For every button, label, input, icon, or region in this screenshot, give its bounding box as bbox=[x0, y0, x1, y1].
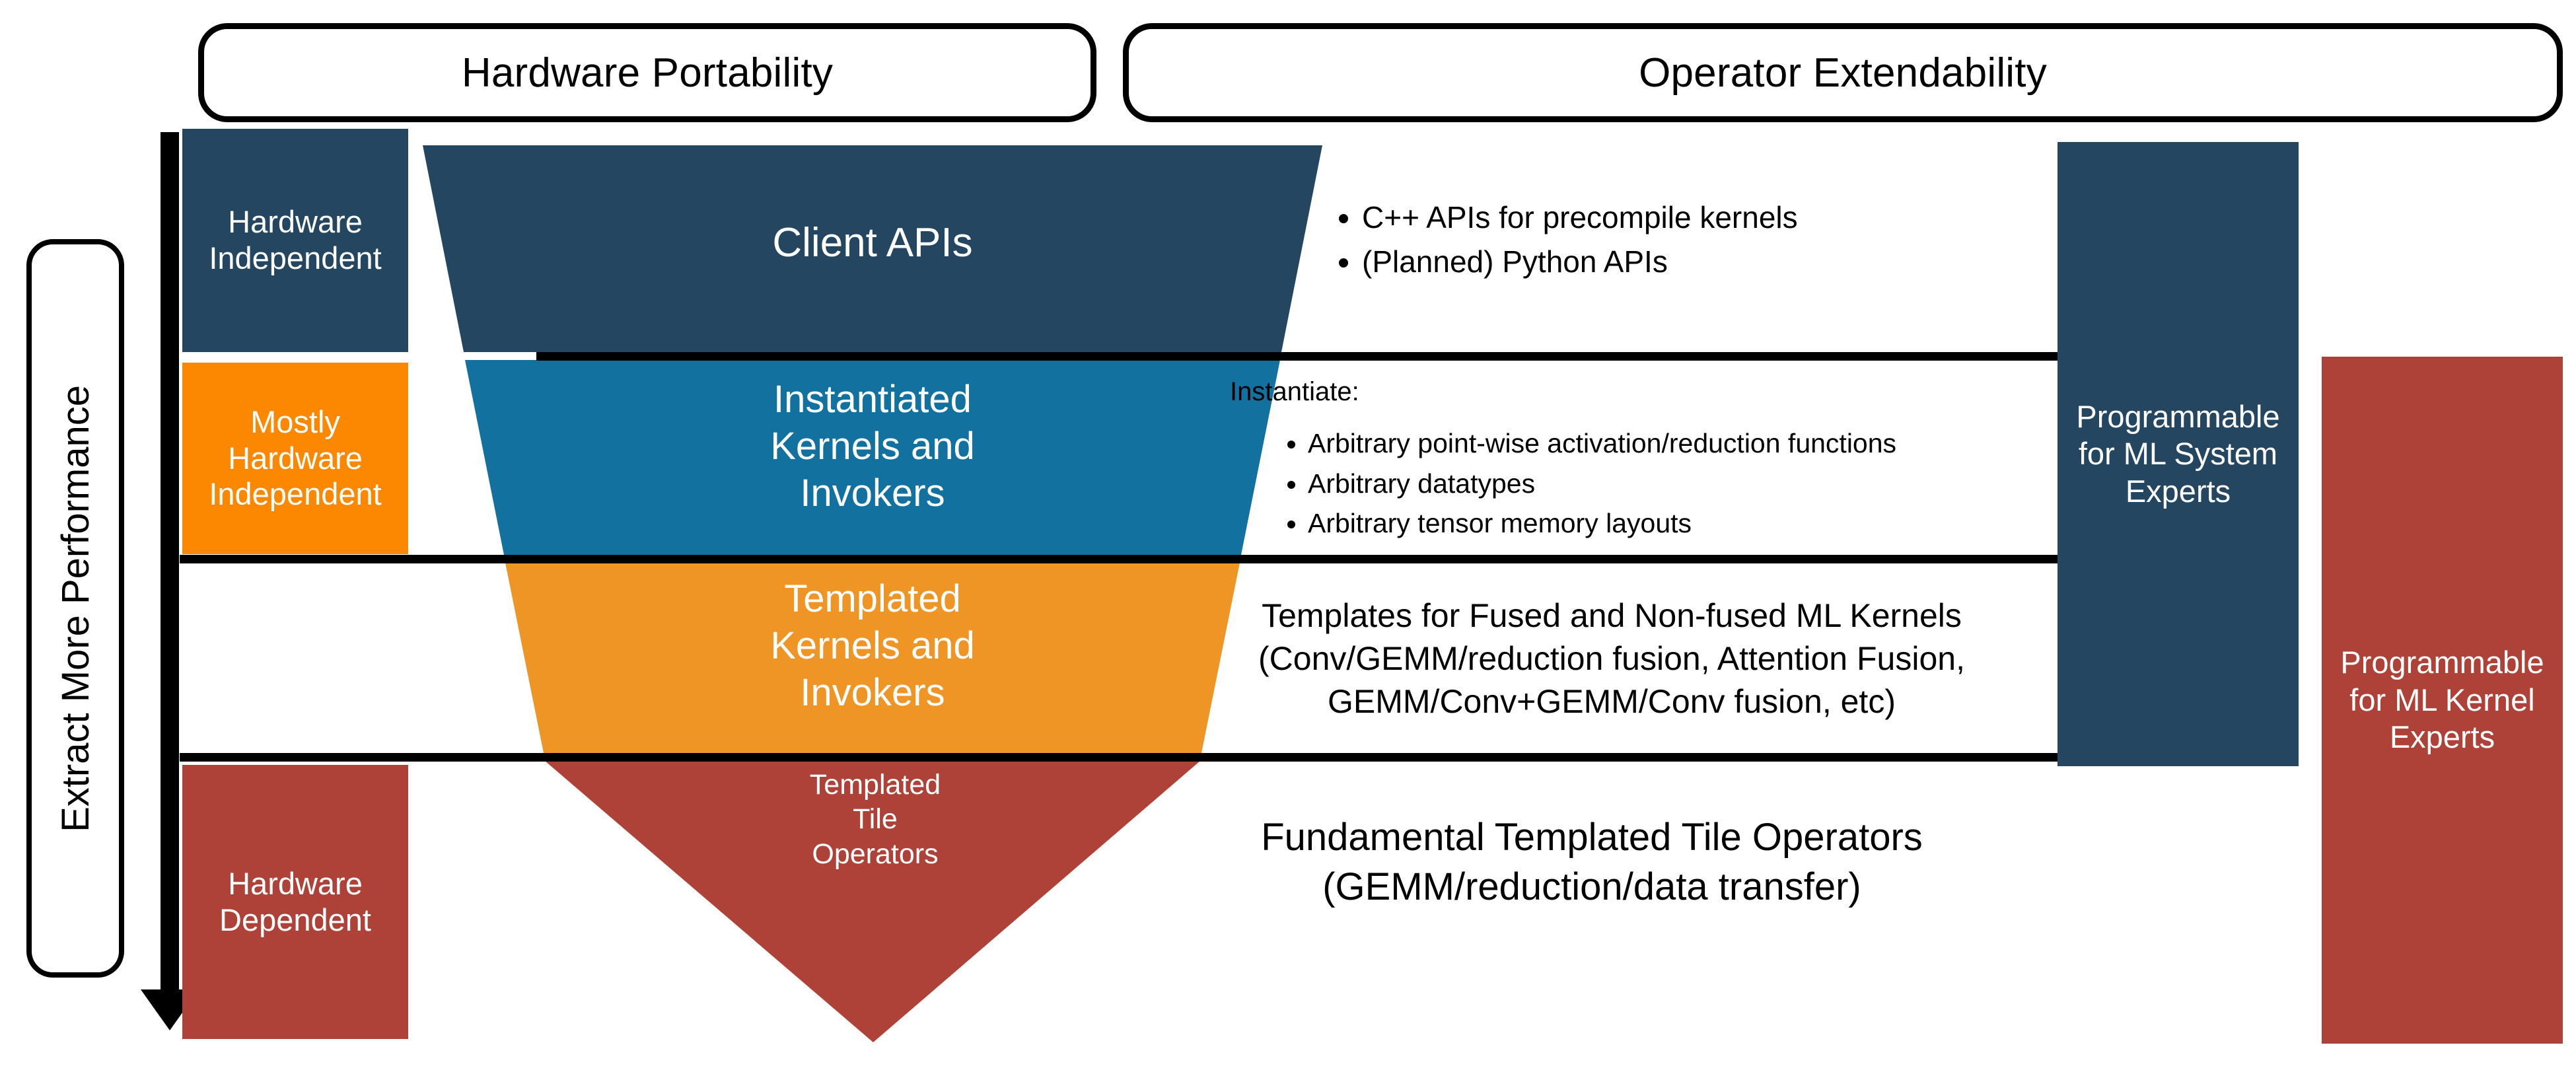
left-block-hw-dep-line1: Hardware bbox=[228, 865, 363, 901]
funnel-tile-line2: Tile bbox=[853, 803, 898, 836]
funnel-templated-line1: Templated bbox=[784, 577, 961, 620]
list-item: (Planned) Python APIs bbox=[1362, 242, 2034, 281]
tile-operators-line1: Fundamental Templated Tile Operators bbox=[1261, 816, 1923, 859]
tile-operators-details: Fundamental Templated Tile Operators (GE… bbox=[1123, 812, 2061, 912]
left-block-hw-dep-line2: Dependent bbox=[219, 902, 371, 937]
funnel-label-instantiated: Instantiated Kernels and Invokers bbox=[465, 377, 1280, 517]
list-item: Arbitrary tensor memory layouts bbox=[1308, 506, 2049, 540]
templated-kernels-line2: (Conv/GEMM/reduction fusion, Attention F… bbox=[1258, 640, 1965, 677]
funnel-instantiated-line3: Invokers bbox=[800, 471, 945, 515]
funnel-templated-line3: Invokers bbox=[800, 670, 945, 714]
left-block-mostly-line2: Hardware bbox=[228, 440, 363, 476]
funnel-instantiated-line2: Kernels and bbox=[770, 424, 975, 468]
funnel-tier-instantiated bbox=[465, 360, 1280, 555]
templated-kernels-details: Templates for Fused and Non-fused ML Ker… bbox=[1169, 594, 2054, 723]
instantiate-heading: Instantiate: bbox=[1230, 377, 1359, 406]
left-block-mostly-line3: Independent bbox=[209, 476, 382, 512]
list-item: C++ APIs for precompile kernels bbox=[1362, 198, 2034, 237]
templated-kernels-line3: GEMM/Conv+GEMM/Conv fusion, etc) bbox=[1328, 683, 1896, 720]
ml-system-experts-line2: for ML System bbox=[2078, 436, 2278, 472]
instantiated-bullet-list: Arbitrary point-wise activation/reductio… bbox=[1230, 426, 2049, 540]
operator-extendability-box: Operator Extendability bbox=[1123, 23, 2563, 122]
extract-more-performance-label: Extract More Performance bbox=[54, 384, 97, 832]
funnel-label-templated-kernels: Templated Kernels and Invokers bbox=[505, 576, 1240, 716]
divider-rule-1 bbox=[536, 352, 2061, 361]
divider-rule-2 bbox=[180, 555, 2061, 563]
left-block-hardware-independent: Hardware Independent bbox=[182, 129, 408, 352]
funnel-templated-line2: Kernels and bbox=[770, 624, 975, 667]
funnel-label-tile-operators: Templated Tile Operators bbox=[684, 768, 1067, 871]
left-block-hardware-dependent: Hardware Dependent bbox=[182, 765, 408, 1039]
funnel-tile-line3: Operators bbox=[812, 838, 939, 870]
funnel-tier-tile-operators bbox=[545, 761, 1200, 1042]
arrow-shaft bbox=[161, 132, 179, 991]
funnel-client-apis-line1: Client APIs bbox=[772, 220, 973, 266]
list-item: Arbitrary datatypes bbox=[1308, 466, 2049, 501]
left-block-mostly-hardware-independent: Mostly Hardware Independent bbox=[182, 363, 408, 554]
bar-programmable-ml-system-experts: Programmable for ML System Experts bbox=[2057, 142, 2299, 766]
client-apis-bullet-list: C++ APIs for precompile kernels (Planned… bbox=[1321, 198, 2034, 281]
tile-operators-line2: (GEMM/reduction/data transfer) bbox=[1322, 865, 1861, 909]
templated-kernels-line1: Templates for Fused and Non-fused ML Ker… bbox=[1262, 597, 1962, 634]
funnel-tier-templated-kernels bbox=[505, 563, 1240, 753]
hardware-portability-label: Hardware Portability bbox=[461, 50, 834, 96]
funnel-tier-client-apis bbox=[423, 145, 1322, 352]
left-block-hw-ind-line1: Hardware bbox=[228, 204, 363, 240]
left-block-hw-ind-line2: Independent bbox=[209, 240, 382, 275]
extract-more-performance-box: Extract More Performance bbox=[26, 239, 124, 978]
left-block-mostly-line1: Mostly bbox=[250, 404, 340, 440]
funnel-label-client-apis: Client APIs bbox=[423, 218, 1322, 268]
operator-extendability-label: Operator Extendability bbox=[1639, 50, 2047, 96]
bar-programmable-ml-kernel-experts: Programmable for ML Kernel Experts bbox=[2322, 357, 2563, 1044]
ml-system-experts-line3: Experts bbox=[2125, 473, 2231, 509]
list-item: Arbitrary point-wise activation/reductio… bbox=[1308, 426, 2049, 460]
ml-kernel-experts-line2: for ML Kernel bbox=[2349, 682, 2535, 717]
divider-rule-3 bbox=[180, 753, 2061, 762]
funnel-instantiated-line1: Instantiated bbox=[773, 378, 972, 421]
ml-kernel-experts-line1: Programmable bbox=[2340, 645, 2544, 680]
ml-system-experts-line1: Programmable bbox=[2076, 398, 2280, 434]
instantiated-details: Instantiate: Arbitrary point-wise activa… bbox=[1230, 375, 2049, 546]
funnel-tile-line1: Templated bbox=[809, 769, 941, 801]
ml-kernel-experts-line3: Experts bbox=[2389, 719, 2495, 755]
hardware-portability-box: Hardware Portability bbox=[198, 23, 1096, 122]
client-apis-details: C++ APIs for precompile kernels (Planned… bbox=[1321, 198, 2034, 287]
